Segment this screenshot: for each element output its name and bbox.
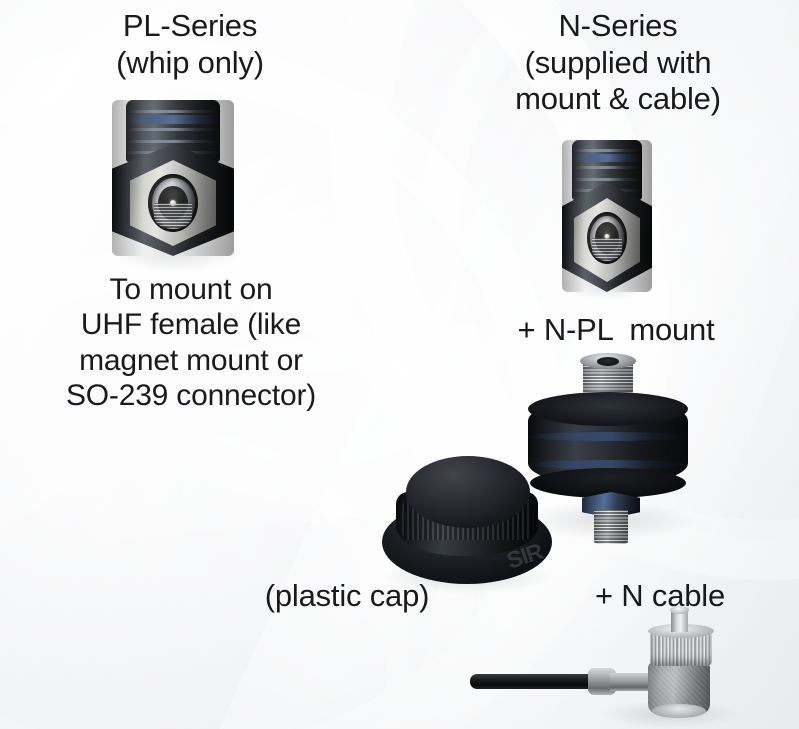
mount-body-groove-1	[528, 432, 688, 441]
n-series-heading: N-Series (supplied with mount & cable)	[515, 8, 721, 117]
n-cable-photo	[470, 606, 799, 729]
bore-threads	[154, 203, 192, 229]
pl-series-description: To mount on UHF female (like magnet moun…	[65, 273, 317, 413]
barrel-blue-label	[572, 154, 642, 162]
barrel-ring-1	[128, 110, 218, 113]
barrel-ring-2	[128, 128, 218, 131]
mount-top-stud-socket	[597, 357, 619, 366]
barrel-ring-2	[574, 166, 640, 169]
barrel-blue-label	[126, 115, 220, 124]
n-cable-label: + N cable	[594, 578, 726, 613]
center-pin	[604, 233, 610, 239]
mount-body-top-face	[528, 392, 688, 426]
connector-tip-top	[670, 606, 689, 614]
cap-top-face	[406, 456, 530, 528]
n-series-connector-photo	[562, 140, 652, 292]
mount-body-groove-2	[528, 460, 688, 469]
coaxial-cable	[470, 674, 605, 689]
barrel-ring-3	[573, 178, 641, 181]
mount-bottom-stud	[594, 510, 628, 544]
bore-threads	[591, 238, 623, 261]
n-pl-mount-label: + N-PL mount	[517, 312, 715, 347]
right-angle-bottom-face	[652, 704, 706, 718]
mount-bottom-stud-threads	[594, 510, 628, 544]
plastic-cap-photo: SIR	[382, 454, 552, 588]
plastic-cap-label: (plastic cap)	[264, 578, 430, 613]
connector-center-tip	[671, 610, 688, 632]
pl-series-connector-photo	[112, 100, 234, 256]
connector-neck	[610, 673, 660, 691]
connector-bore	[587, 212, 627, 264]
center-pin	[170, 199, 176, 206]
pl-series-heading: PL-Series (whip only)	[116, 8, 264, 80]
n-pl-mount-photo	[520, 353, 696, 544]
barrel-ring-1	[574, 149, 640, 152]
barrel-ring-3	[127, 140, 219, 143]
connector-bore	[148, 174, 198, 232]
